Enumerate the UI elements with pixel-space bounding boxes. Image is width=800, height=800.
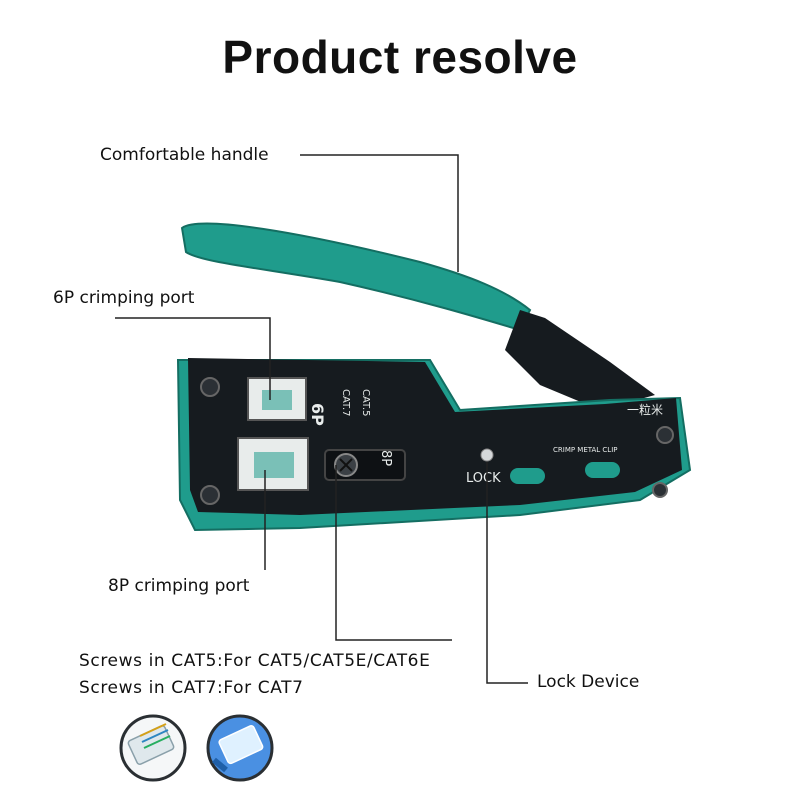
marking-cat5: CAT.5 bbox=[360, 389, 371, 417]
note-cat5-screws: Screws in CAT5:For CAT5/CAT5E/CAT6E bbox=[79, 651, 431, 671]
screw-right bbox=[656, 426, 674, 444]
tool-body-black bbox=[188, 358, 682, 515]
callout-8p-crimping-port: 8P crimping port bbox=[108, 576, 250, 596]
lock-button-right bbox=[585, 462, 620, 478]
marking-crimp-clip: CRIMP METAL CLIP bbox=[553, 446, 617, 454]
screw-right-bottom bbox=[652, 482, 668, 498]
callout-6p-crimping-port: 6P crimping port bbox=[53, 288, 195, 308]
marking-6p: 6P bbox=[308, 403, 327, 426]
callout-comfortable-handle: Comfortable handle bbox=[100, 145, 269, 165]
upper-lever-metal bbox=[505, 310, 655, 410]
cat7-connector-icon bbox=[206, 714, 274, 782]
screw-bottom-left bbox=[200, 485, 220, 505]
marking-lock: LOCK bbox=[466, 471, 501, 486]
lock-pin bbox=[480, 448, 494, 462]
marking-8p: 8P bbox=[378, 450, 393, 466]
upper-handle-grip bbox=[180, 222, 532, 332]
callout-lock-device: Lock Device bbox=[537, 672, 640, 692]
leader-handle bbox=[300, 154, 459, 272]
leader-6p bbox=[115, 317, 271, 400]
leader-screw bbox=[335, 465, 452, 641]
marking-brand: 一粒米 bbox=[627, 402, 663, 417]
page-title: Product resolve bbox=[222, 31, 578, 83]
lock-button-left bbox=[510, 468, 545, 484]
marking-cat7: CAT.7 bbox=[340, 389, 351, 417]
rj45-connector-icon bbox=[119, 714, 187, 782]
note-cat7-screws: Screws in CAT7:For CAT7 bbox=[79, 678, 304, 698]
screw-top-left bbox=[200, 377, 220, 397]
leader-lock bbox=[486, 462, 528, 684]
